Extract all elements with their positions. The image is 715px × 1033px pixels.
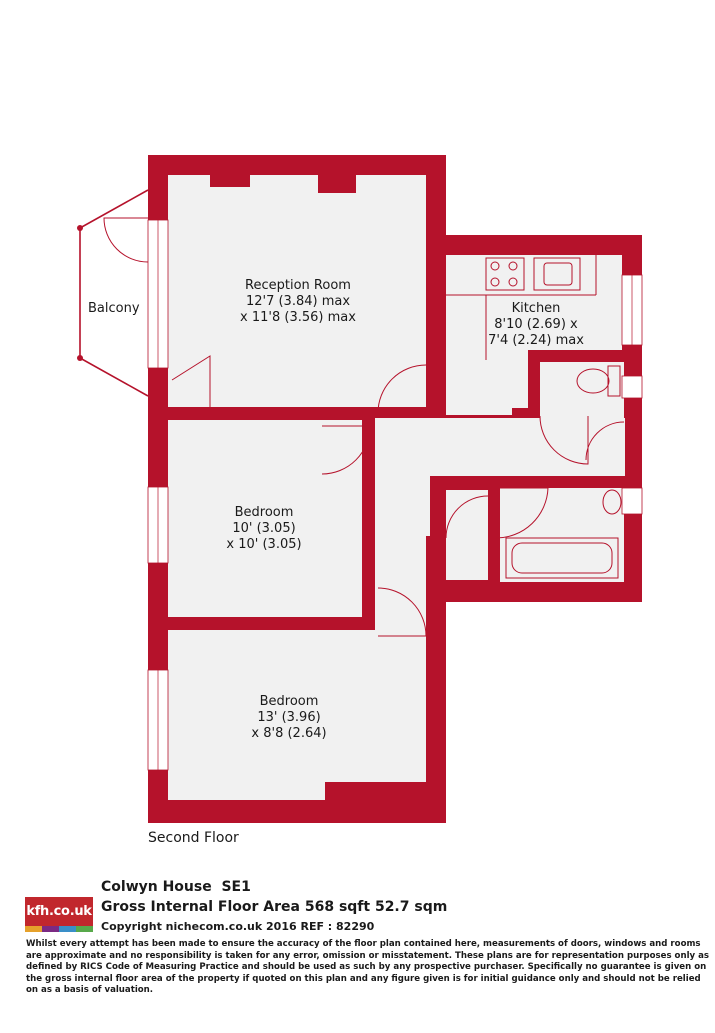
logo-stripe xyxy=(42,926,59,932)
window xyxy=(621,487,643,515)
wall-notch xyxy=(362,468,375,630)
bathroom-fixtures xyxy=(505,489,622,579)
door-bedroom-1 xyxy=(321,425,371,475)
balcony xyxy=(79,189,149,397)
room-label-kitchen: Kitchen 8'10 (2.69) x 7'4 (2.24) max xyxy=(488,301,584,348)
wall-notch xyxy=(210,175,250,187)
kitchen-fixtures xyxy=(446,255,597,360)
door-bedroom-2 xyxy=(377,587,427,637)
door-balcony xyxy=(103,217,149,263)
wall-notch xyxy=(488,476,500,600)
wall-notch xyxy=(318,175,356,193)
copyright: Copyright nichecom.co.uk 2016 REF : 8229… xyxy=(101,920,375,933)
floor-name: Second Floor xyxy=(148,830,239,846)
balcony-label: Balcony xyxy=(88,301,140,316)
floor-cupboard xyxy=(446,490,488,580)
logo-text: kfh.co.uk xyxy=(25,897,93,926)
address-block: Colwyn House SE1 Gross Internal Floor Ar… xyxy=(101,877,447,917)
floor-plan xyxy=(77,155,643,823)
wall-notch xyxy=(500,476,624,488)
floor-hall-2 xyxy=(375,418,625,476)
door-cupboard xyxy=(445,495,489,539)
logo-stripe xyxy=(25,926,42,932)
room-label-reception: Reception Room 12'7 (3.84) max x 11'8 (3… xyxy=(240,278,356,325)
logo-stripes xyxy=(25,926,93,932)
door-reception-cupboard xyxy=(171,355,211,407)
wall-notch xyxy=(540,350,624,362)
floor-bedroom-2 xyxy=(168,630,426,800)
room-label-bedroom-1: Bedroom 10' (3.05) x 10' (3.05) xyxy=(226,505,302,552)
wall-notch xyxy=(426,536,446,823)
door-reception xyxy=(377,364,427,414)
door-kitchen-store xyxy=(585,421,625,461)
hob xyxy=(485,257,525,291)
sink xyxy=(533,257,581,291)
door-wc xyxy=(539,415,589,465)
doors xyxy=(103,217,625,637)
wall-notch xyxy=(325,782,426,800)
kfh-logo[interactable]: kfh.co.uk xyxy=(25,897,93,933)
wall-notch xyxy=(426,175,446,415)
floor-reception xyxy=(168,175,426,407)
logo-stripe xyxy=(76,926,93,932)
address-line-2: Gross Internal Floor Area 568 sqft 52.7 … xyxy=(101,899,448,915)
toilet xyxy=(576,365,621,397)
door-bathroom xyxy=(495,487,549,539)
address-line-1: Colwyn House SE1 xyxy=(101,879,251,895)
bath xyxy=(505,537,619,579)
floors xyxy=(168,175,625,800)
logo-stripe xyxy=(59,926,76,932)
wall-notch xyxy=(512,408,540,418)
floor-bathroom xyxy=(500,488,624,582)
disclaimer: Whilst every attempt has been made to en… xyxy=(26,939,710,996)
room-label-bedroom-2: Bedroom 13' (3.96) x 8'8 (2.64) xyxy=(251,694,327,741)
wall-details xyxy=(210,175,624,823)
basin xyxy=(602,489,622,515)
floor-bedroom-1 xyxy=(168,420,362,617)
window xyxy=(621,375,643,399)
wall-notch xyxy=(528,350,540,416)
